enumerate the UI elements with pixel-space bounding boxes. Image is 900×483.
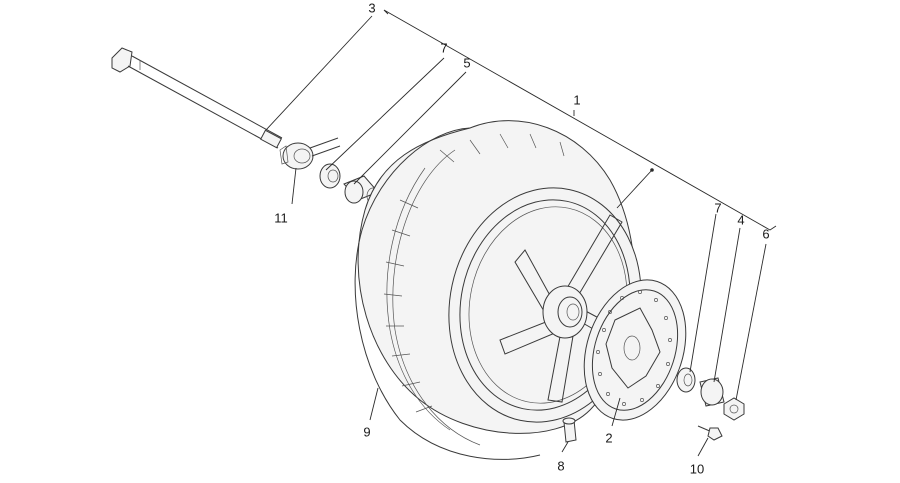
callout-8: 8 <box>557 458 565 474</box>
tyre-valve <box>562 417 577 443</box>
callout-9: 9 <box>363 424 371 440</box>
bearing-left <box>319 163 341 189</box>
speedometer-drive <box>279 137 341 170</box>
callout-7-left: 7 <box>440 40 448 56</box>
callout-6: 6 <box>762 226 770 242</box>
callout-2: 2 <box>605 430 613 446</box>
callout-1: 1 <box>573 92 581 108</box>
callout-10: 10 <box>689 461 705 477</box>
axle-nut <box>723 397 745 421</box>
brake-disc <box>583 279 687 421</box>
callout-3: 3 <box>368 0 376 16</box>
leader-lines <box>265 9 777 457</box>
callout-5: 5 <box>463 55 471 71</box>
callout-4: 4 <box>737 212 745 228</box>
bearing-right <box>676 367 696 393</box>
spacer-right <box>699 377 725 407</box>
axle <box>111 47 283 149</box>
disc-bolt <box>697 425 723 441</box>
callout-7-right: 7 <box>714 200 722 216</box>
callout-11: 11 <box>274 210 288 226</box>
